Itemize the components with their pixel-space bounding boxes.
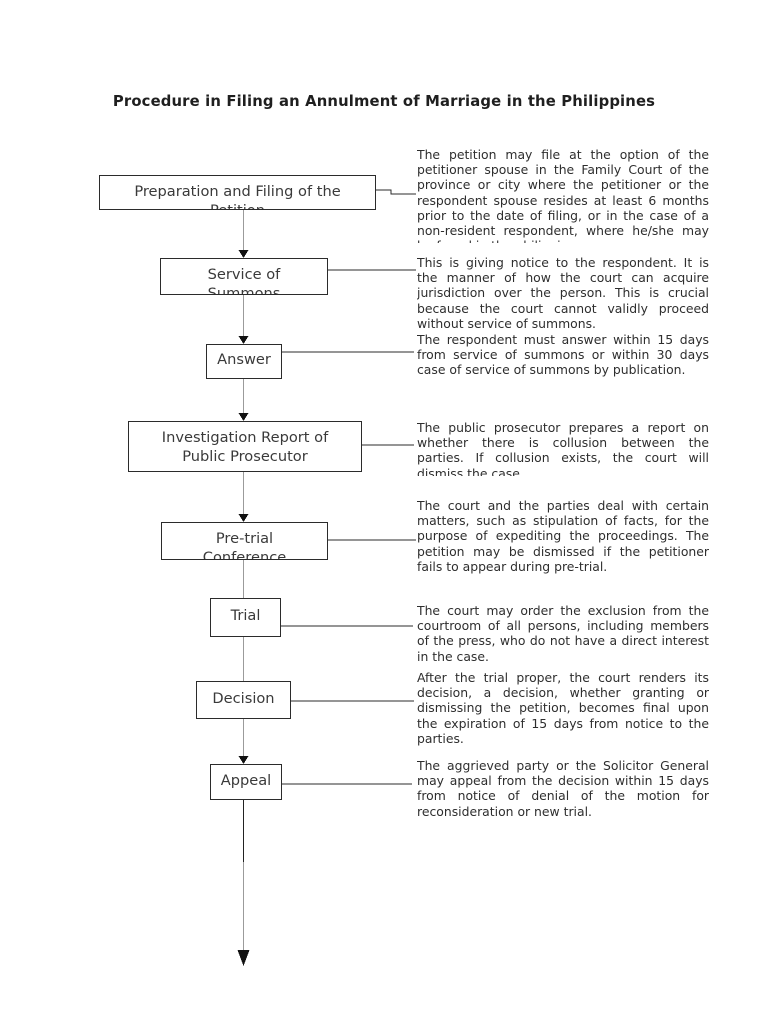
step-label: Service of Summons: [207, 266, 281, 295]
arrow-down-icon: [238, 756, 249, 764]
step-box-service-of-summons: Service of Summons: [160, 258, 328, 295]
step-description-preparation-and-filing: The petition may file at the option of t…: [417, 147, 709, 243]
step-label: Decision: [212, 690, 275, 707]
step-description-service-of-summons: This is giving notice to the respondent.…: [417, 255, 709, 331]
step-box-trial: Trial: [210, 598, 281, 637]
step-description-investigation-report: The public prosecutor prepares a report …: [417, 420, 709, 476]
step-box-decision: Decision: [196, 681, 291, 719]
step-label: Trial: [230, 607, 261, 624]
step-description-answer: The respondent must answer within 15 day…: [417, 332, 709, 378]
step-description-trial: The court may order the exclusion from t…: [417, 603, 709, 664]
step-label: Answer: [217, 351, 271, 368]
arrow-down-icon: [238, 250, 249, 258]
arrow-down-icon: [238, 413, 249, 421]
step-label: Investigation Report of Public Prosecuto…: [161, 429, 329, 465]
step-description-decision: After the trial proper, the court render…: [417, 670, 709, 746]
arrow-down-icon: [238, 336, 249, 344]
step-box-answer: Answer: [206, 344, 282, 379]
leader-line: [376, 189, 416, 195]
arrow-down-icon: [237, 950, 250, 966]
step-label: Appeal: [220, 772, 272, 789]
step-label: Preparation and Filing of the Petition: [134, 183, 341, 209]
arrow-down-icon: [238, 514, 249, 522]
step-box-investigation-report: Investigation Report of Public Prosecuto…: [128, 421, 362, 472]
page-title: Procedure in Filing an Annulment of Marr…: [112, 93, 656, 110]
step-description-appeal: The aggrieved party or the Solicitor Gen…: [417, 758, 709, 819]
step-description-pretrial-conference: The court and the parties deal with cert…: [417, 498, 709, 574]
step-box-pretrial-conference: Pre-trial Conference: [161, 522, 328, 560]
step-box-preparation-and-filing: Preparation and Filing of the Petition: [99, 175, 376, 210]
step-label: Pre-trial Conference: [202, 530, 287, 560]
step-box-appeal: Appeal: [210, 764, 282, 800]
